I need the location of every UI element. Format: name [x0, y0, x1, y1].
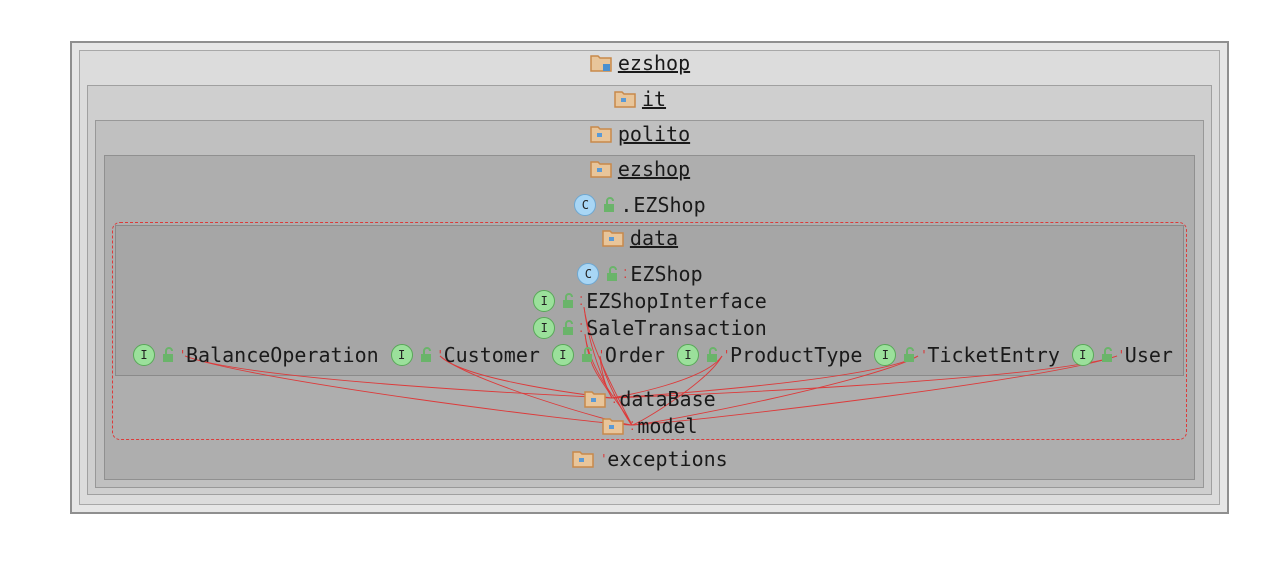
- interface-name: BalanceOperation: [186, 343, 379, 367]
- interface-icon: I: [533, 317, 556, 339]
- interface-name: Customer: [443, 343, 540, 367]
- package-name-data[interactable]: data: [629, 226, 679, 250]
- package-name-polito[interactable]: polito: [617, 122, 691, 146]
- interface-icon: I: [677, 344, 700, 366]
- unlock-icon: [420, 347, 431, 362]
- package-title-row-root: ezshop: [0, 50, 1280, 76]
- class-name: EZShop: [630, 262, 703, 286]
- unlock-icon: [581, 347, 592, 362]
- unlock-icon: [563, 320, 574, 335]
- interface-name: User: [1124, 343, 1173, 367]
- unlock-icon: [563, 293, 574, 308]
- interface-node-producttype[interactable]: I 'ProductType: [677, 343, 862, 367]
- unlock-icon: [607, 266, 618, 281]
- interface-icon: I: [551, 344, 574, 366]
- class-icon: C: [577, 263, 600, 285]
- interface-icon: I: [874, 344, 897, 366]
- connector-mark: ': [600, 452, 608, 466]
- package-title-row-polito: polito: [0, 121, 1280, 147]
- connector-mark: ': [920, 348, 928, 362]
- package-name-root[interactable]: ezshop: [617, 51, 691, 75]
- interface-name: TicketEntry: [927, 343, 1060, 367]
- connector-mark: ⁚: [579, 294, 584, 308]
- unlock-icon: [1101, 347, 1112, 362]
- interface-node-order[interactable]: I 'Order: [551, 343, 666, 367]
- interface-name: Order: [604, 343, 666, 367]
- interface-row: I 'BalanceOperation I 'Customer I 'Order…: [133, 342, 1173, 368]
- connector-mark: ': [723, 348, 731, 362]
- interface-node-customer[interactable]: I 'Customer: [390, 343, 540, 367]
- interface-node-user[interactable]: I 'User: [1071, 343, 1173, 367]
- class-node-data-ezshop[interactable]: C ⁚EZShop: [0, 261, 1280, 287]
- interface-node-saletransaction[interactable]: I ⁚SaleTransaction: [0, 315, 1280, 341]
- folder-icon: [602, 418, 625, 435]
- selection-dashed-border: [112, 222, 1187, 440]
- interface-name: ProductType: [730, 343, 863, 367]
- interface-icon: I: [133, 344, 155, 366]
- package-name: model: [637, 414, 698, 438]
- interface-icon: I: [533, 290, 556, 312]
- interface-name: SaleTransaction: [586, 316, 767, 340]
- folder-icon: [590, 161, 612, 178]
- package-node-exceptions[interactable]: 'exceptions: [0, 446, 1280, 472]
- interface-icon: I: [1071, 344, 1094, 366]
- package-node-database[interactable]: ⁚dataBase: [0, 386, 1280, 412]
- folder-icon: [602, 230, 624, 247]
- package-title-row-data: data: [0, 225, 1280, 251]
- interface-node-ezshopinterface[interactable]: I ⁚EZShopInterface: [0, 288, 1280, 314]
- package-title-row-ezshop: ezshop: [0, 156, 1280, 182]
- folder-icon: [584, 391, 607, 408]
- unlock-icon: [904, 347, 915, 362]
- folder-icon: [590, 126, 612, 143]
- package-title-row-it: it: [0, 86, 1280, 112]
- connector-mark: ': [436, 348, 444, 362]
- interface-name: EZShopInterface: [586, 289, 767, 313]
- package-name-ezshop[interactable]: ezshop: [617, 157, 691, 181]
- connector-mark: ': [1117, 348, 1126, 362]
- connector-mark: ⁚: [623, 267, 628, 281]
- connector-mark: ⁚: [612, 392, 617, 406]
- interface-icon: I: [390, 344, 413, 366]
- connector-mark: ': [597, 348, 606, 362]
- folder-icon: [572, 451, 595, 468]
- class-icon: C: [574, 194, 597, 216]
- package-name-it[interactable]: it: [641, 87, 667, 111]
- class-node-ezshop[interactable]: C .EZShop: [0, 192, 1280, 218]
- folder-icon: [614, 91, 636, 108]
- interface-node-balanceoperation[interactable]: I 'BalanceOperation: [133, 343, 379, 367]
- package-data: [115, 225, 1184, 376]
- package-name: exceptions: [607, 447, 728, 471]
- folder-icon: [590, 55, 612, 72]
- interface-node-ticketentry[interactable]: I 'TicketEntry: [874, 343, 1060, 367]
- unlock-icon: [604, 197, 615, 212]
- connector-mark: ⁚: [579, 321, 584, 335]
- package-node-model[interactable]: ⁚model: [0, 413, 1280, 439]
- class-name: EZShop: [633, 193, 706, 217]
- unlock-icon: [707, 347, 718, 362]
- connector-mark: ⁚: [630, 419, 635, 433]
- connector-mark: ': [179, 348, 187, 362]
- unlock-icon: [163, 347, 173, 362]
- package-name: dataBase: [619, 387, 716, 411]
